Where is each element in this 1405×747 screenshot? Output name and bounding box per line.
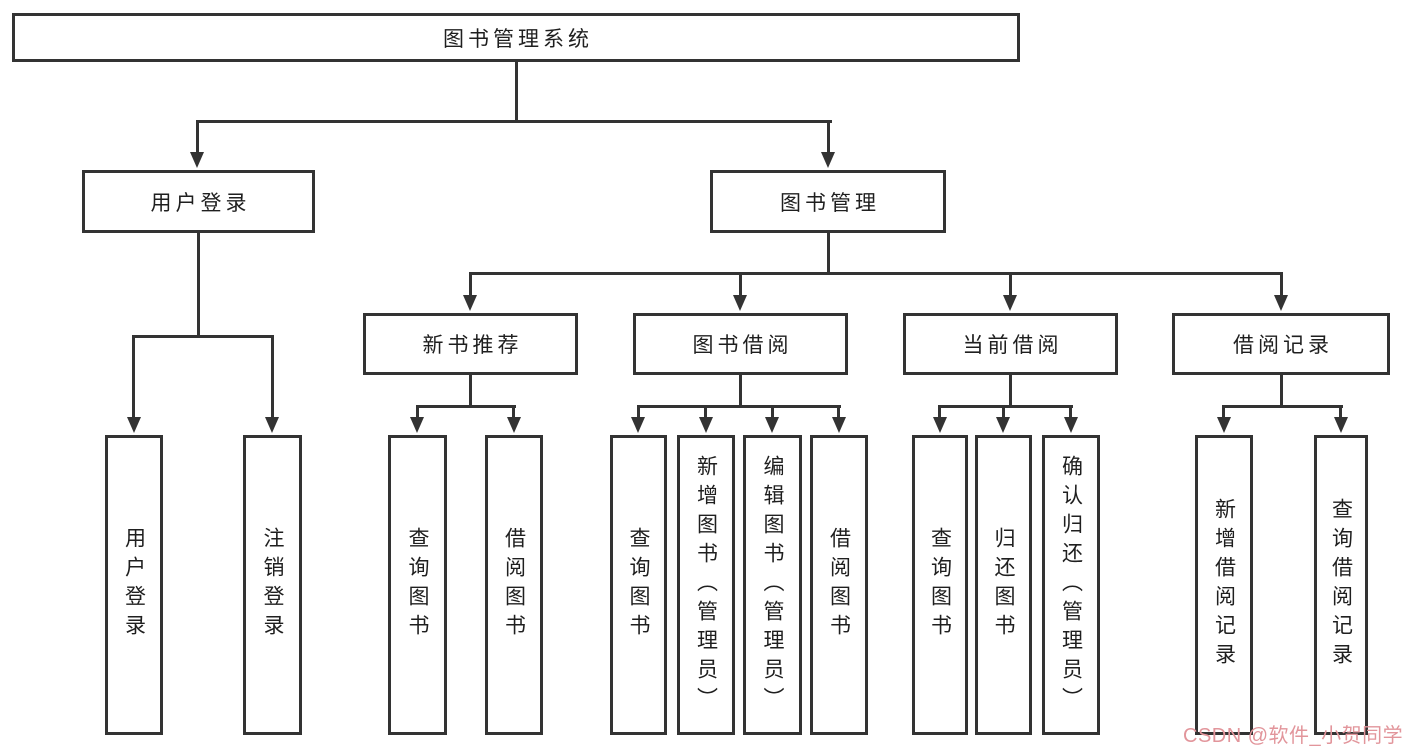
leaf-edit-books-admin: 编辑图书（管理员） [743,435,802,735]
connector-current-borrow-stem [1009,375,1012,407]
connector-drop-query-borrow-record [1339,405,1342,419]
leaf-borrow-books-label: 借阅图书 [827,527,851,643]
leaf-query-borrow-record-label: 查询借阅记录 [1329,498,1353,672]
connector-book-management-stem [827,233,830,275]
node-book-borrow-label: 图书借阅 [692,334,793,357]
node-current-borrow-label: 当前借阅 [962,334,1063,357]
leaf-add-borrow-record: 新增借阅记录 [1195,435,1253,735]
arrow-to-query-borrow-record [1334,417,1348,433]
watermark: CSDN @软件_小贺同学 [1183,725,1404,747]
leaf-logout-label: 注销登录 [261,527,284,643]
leaf-query-books-borrow-label: 查询图书 [627,527,650,643]
root-node-label: 图书管理系统 [443,27,593,51]
leaf-confirm-return-admin-label: 确认归还（管理员） [1059,454,1083,716]
arrow-to-borrow-books-b [832,417,846,433]
connector-drop-user-login [196,120,199,153]
connector-user-login-stem [197,233,200,337]
arrow-to-book-borrow [733,295,747,311]
connector-drop-leaf-logout [271,335,274,419]
connector-new-book-recommend-rail [416,405,516,408]
connector-drop-new-book-recommend [469,272,472,298]
connector-drop-borrow-books-b [837,405,840,419]
leaf-add-books-admin: 新增图书（管理员） [677,435,735,735]
node-new-book-recommend: 新书推荐 [363,313,578,375]
leaf-user-login-label: 用户登录 [122,527,146,643]
connector-drop-borrow-books-a [512,405,515,419]
arrow-to-leaf-user-login [127,417,141,433]
arrow-to-current-borrow [1003,295,1017,311]
arrow-to-book-management [821,152,835,168]
arrow-to-query-books-c [933,417,947,433]
connector-drop-leaf-user-login [132,335,135,419]
leaf-query-books-current: 查询图书 [912,435,968,735]
arrow-to-user-login [190,152,204,168]
leaf-borrow-books-recommend-label: 借阅图书 [502,527,526,643]
leaf-confirm-return-admin: 确认归还（管理员） [1042,435,1100,735]
connector-drop-book-management [827,120,830,153]
leaf-return-books: 归还图书 [975,435,1032,735]
root-node-library-management-system: 图书管理系统 [12,13,1020,62]
arrow-to-new-book-recommend [463,295,477,311]
arrow-to-return-books [996,417,1010,433]
connector-drop-return-books [1002,405,1005,419]
leaf-borrow-books: 借阅图书 [810,435,868,735]
arrow-to-add-borrow-record [1217,417,1231,433]
leaf-add-borrow-record-label: 新增借阅记录 [1212,498,1236,672]
connector-book-borrow-stem [739,375,742,407]
connector-drop-add-borrow-record [1222,405,1225,419]
node-current-borrow: 当前借阅 [903,313,1118,375]
leaf-query-books-current-label: 查询图书 [928,527,952,643]
node-book-management: 图书管理 [710,170,946,233]
connector-drop-current-borrow [1009,272,1012,298]
connector-drop-edit-books [771,405,774,419]
connector-level2-rail [196,120,832,123]
leaf-query-books-borrow: 查询图书 [610,435,667,735]
node-user-login: 用户登录 [82,170,315,233]
node-book-management-label: 图书管理 [780,191,880,215]
arrow-to-borrow-books-a [507,417,521,433]
connector-drop-book-borrow [739,272,742,298]
node-borrow-records: 借阅记录 [1172,313,1390,375]
connector-drop-confirm-return [1069,405,1072,419]
node-user-login-label: 用户登录 [150,191,251,215]
connector-drop-add-books [704,405,707,419]
leaf-logout: 注销登录 [243,435,302,735]
leaf-edit-books-admin-label: 编辑图书（管理员） [761,454,784,716]
arrow-to-leaf-logout [265,417,279,433]
connector-book-borrow-rail [637,405,841,408]
leaf-user-login: 用户登录 [105,435,163,735]
connector-borrow-records-rail [1223,405,1343,408]
connector-drop-query-books-c [938,405,941,419]
leaf-return-books-label: 归还图书 [992,527,1015,643]
connector-borrow-records-stem [1280,375,1283,407]
connector-drop-borrow-records [1280,272,1283,298]
arrow-to-confirm-return [1064,417,1078,433]
node-book-borrow: 图书借阅 [633,313,848,375]
leaf-query-books-recommend-label: 查询图书 [406,527,429,643]
arrow-to-query-books-a [410,417,424,433]
node-borrow-records-label: 借阅记录 [1233,334,1333,357]
connector-drop-query-books-a [416,405,419,419]
connector-level3-rail [469,272,1282,275]
connector-new-book-recommend-stem [469,375,472,407]
arrow-to-add-books [699,417,713,433]
leaf-query-books-recommend: 查询图书 [388,435,447,735]
leaf-query-borrow-record: 查询借阅记录 [1314,435,1368,735]
arrow-to-borrow-records [1274,295,1288,311]
arrow-to-query-books-b [631,417,645,433]
leaf-add-books-admin-label: 新增图书（管理员） [694,454,718,716]
connector-user-login-rail [133,335,274,338]
connector-drop-query-books-b [637,405,640,419]
node-new-book-recommend-label: 新书推荐 [422,334,523,357]
connector-root-stem [515,62,518,123]
connector-current-borrow-rail [939,405,1073,408]
leaf-borrow-books-recommend: 借阅图书 [485,435,543,735]
arrow-to-edit-books [765,417,779,433]
